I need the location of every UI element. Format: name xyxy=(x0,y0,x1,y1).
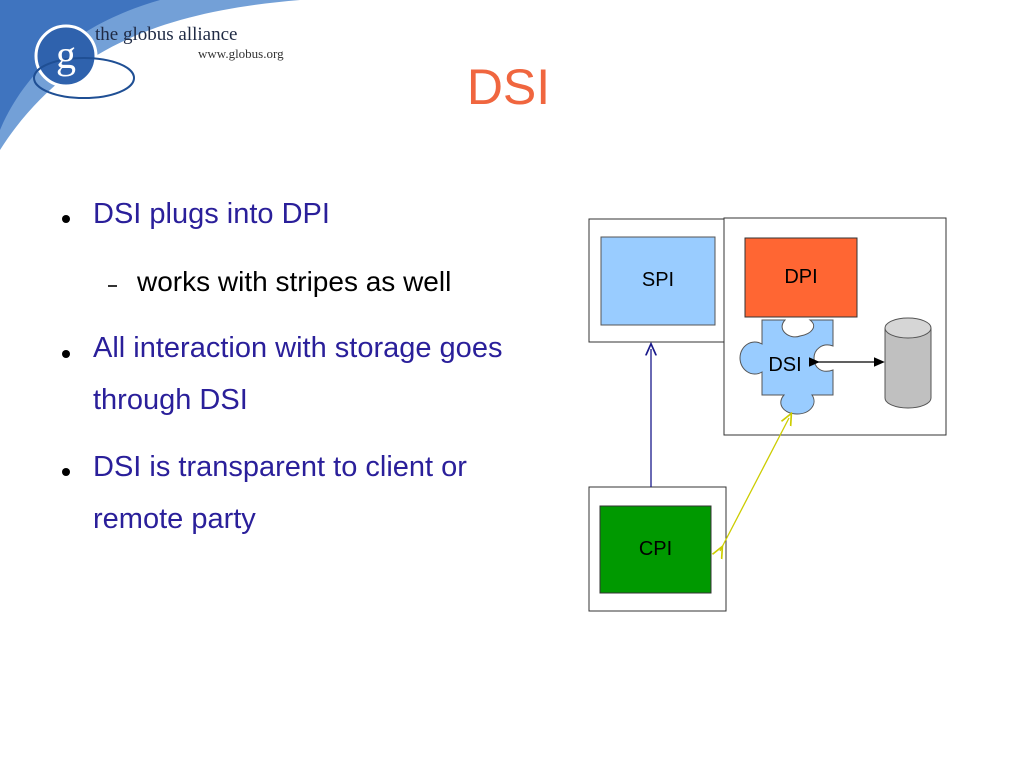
spi-box xyxy=(600,236,716,326)
dsi-label: DSI xyxy=(768,354,802,376)
bullet-dot xyxy=(62,350,70,358)
bullet-dot xyxy=(62,215,70,223)
bullet-dot xyxy=(62,468,70,476)
cpi-box xyxy=(599,505,712,594)
slide-title: DSI xyxy=(466,59,551,115)
cpi-label: CPI xyxy=(638,538,673,560)
sub-bullet-item: works with stripes as well xyxy=(137,266,452,297)
dpi-box xyxy=(744,237,858,318)
bullet-item: All interaction with storage goes throug… xyxy=(93,322,502,426)
bullet-line: All interaction with storage goes xyxy=(93,332,503,364)
logo-url: www.globus.org xyxy=(198,46,284,61)
dpi-label: DPI xyxy=(784,266,818,288)
sub-bullet-dash xyxy=(108,285,117,287)
header-decoration: g xyxy=(0,0,300,150)
logo-name: the globus alliance xyxy=(95,24,238,45)
bullet-line: DSI is transparent to client or xyxy=(93,451,467,483)
bullet-line: remote party xyxy=(93,503,256,535)
dsi-puzzle-piece xyxy=(739,319,834,415)
data-channel-arrow xyxy=(720,418,789,551)
logo-letter: g xyxy=(56,32,76,77)
storage-cylinder xyxy=(884,317,932,409)
globus-logo: g xyxy=(33,24,135,99)
spi-label: SPI xyxy=(641,269,675,291)
bullet-line: through DSI xyxy=(93,384,248,416)
bullet-item: DSI is transparent to client or remote p… xyxy=(93,441,467,545)
bullet-item: DSI plugs into DPI xyxy=(93,198,330,230)
